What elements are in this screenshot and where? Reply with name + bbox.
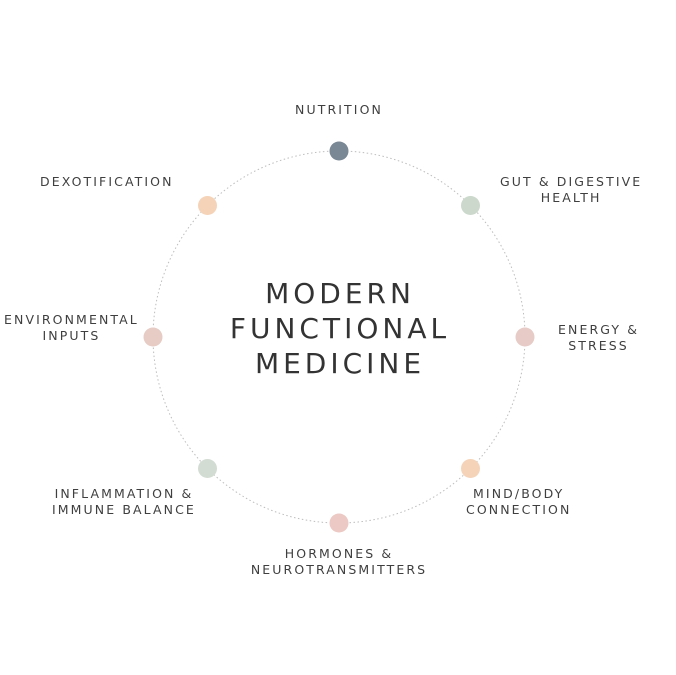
- node-dot-energy: [515, 327, 535, 347]
- label-dexotification: DEXOTIFICATION: [40, 174, 174, 190]
- node-dot-nutrition: [329, 141, 349, 161]
- label-environmental-line-2: INPUTS: [42, 328, 101, 343]
- label-environmental-line-1: ENVIRONMENTAL: [4, 312, 139, 327]
- node-dot-detox: [198, 196, 217, 215]
- label-nutrition: NUTRITION: [295, 102, 383, 118]
- center-title: MODERN FUNCTIONAL MEDICINE: [190, 276, 490, 381]
- label-environmental-inputs: ENVIRONMENTAL INPUTS: [4, 312, 139, 344]
- label-mind-body-connection: MIND/BODY CONNECTION: [466, 486, 571, 518]
- label-energy-line-2: STRESS: [568, 338, 629, 353]
- label-inflammation-immune-balance: INFLAMMATION & IMMUNE BALANCE: [52, 486, 196, 518]
- center-title-line-3: MEDICINE: [254, 347, 426, 380]
- label-gut-digestive-health: GUT & DIGESTIVE HEALTH: [500, 174, 642, 206]
- center-title-line-1: MODERN: [265, 277, 415, 310]
- node-dot-gut: [461, 196, 480, 215]
- label-mindbody-line-2: CONNECTION: [466, 502, 572, 517]
- node-dot-hormones: [329, 513, 349, 533]
- node-dot-environmental: [143, 327, 163, 347]
- node-dot-inflammation: [198, 459, 217, 478]
- node-dot-mindbody: [461, 459, 480, 478]
- label-hormones-line-2: NEUROTRANSMITTERS: [250, 562, 428, 577]
- label-gut-line-2: HEALTH: [540, 190, 602, 205]
- label-detox-line-1: DEXOTIFICATION: [40, 174, 174, 189]
- label-nutrition-line-1: NUTRITION: [295, 102, 383, 117]
- label-inflammation-line-2: IMMUNE BALANCE: [52, 502, 196, 517]
- label-inflammation-line-1: INFLAMMATION &: [54, 486, 194, 501]
- label-hormones-line-1: HORMONES &: [284, 546, 394, 561]
- label-energy-line-1: ENERGY &: [558, 322, 640, 337]
- label-energy-stress: ENERGY & STRESS: [558, 322, 639, 354]
- label-mindbody-line-1: MIND/BODY: [473, 486, 565, 501]
- label-hormones-neurotransmitters: HORMONES & NEUROTRANSMITTERS: [251, 546, 427, 578]
- center-title-line-2: FUNCTIONAL: [229, 312, 451, 345]
- label-gut-line-1: GUT & DIGESTIVE: [500, 174, 643, 189]
